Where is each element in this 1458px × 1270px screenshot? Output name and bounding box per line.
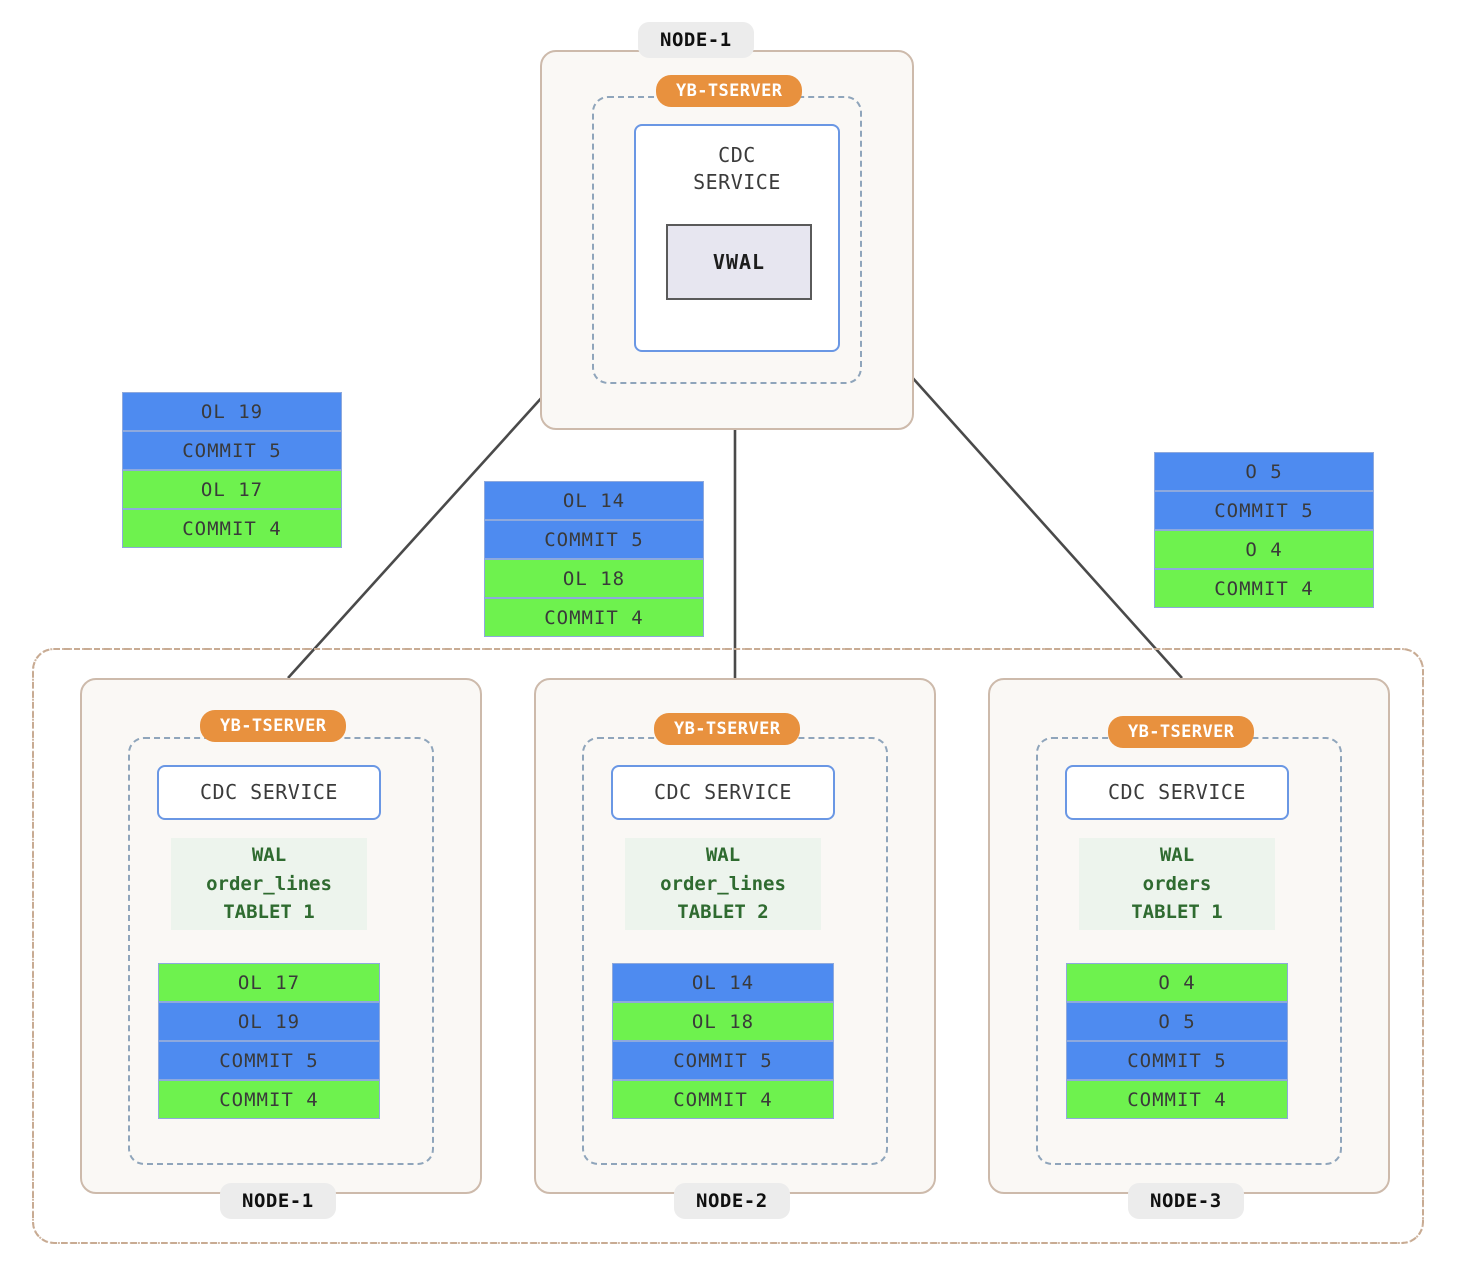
record-row: OL 14	[612, 963, 834, 1002]
record-row: O 5	[1066, 1002, 1288, 1041]
bottom-cdc-service-box-1: CDC SERVICE	[611, 765, 835, 820]
bottom-cdc-service-box-2: CDC SERVICE	[1065, 765, 1289, 820]
record-row: O 4	[1154, 530, 1374, 569]
record-row: COMMIT 4	[612, 1080, 834, 1119]
wal-line-1: WAL	[1159, 844, 1195, 867]
top-tserver-label: YB-TSERVER	[656, 75, 803, 107]
wal-line-1: WAL	[705, 844, 741, 867]
record-row: OL 14	[484, 481, 704, 520]
wal-line-2: order_lines	[660, 872, 786, 895]
record-row: COMMIT 5	[1066, 1041, 1288, 1080]
record-row: O 4	[1066, 963, 1288, 1002]
record-row: OL 18	[612, 1002, 834, 1041]
record-row: OL 18	[484, 559, 704, 598]
record-row: COMMIT 5	[158, 1041, 380, 1080]
record-row: COMMIT 5	[1154, 491, 1374, 530]
bottom-tserver-label-2: YB-TSERVER	[1108, 716, 1255, 748]
wal-line-3: TABLET 1	[223, 901, 315, 924]
wal-line-3: TABLET 2	[677, 901, 769, 924]
top-node-label: NODE-1	[638, 22, 754, 58]
bottom-node-label-0: NODE-1	[220, 1183, 336, 1219]
record-row: COMMIT 4	[1066, 1080, 1288, 1119]
record-row: COMMIT 4	[158, 1080, 380, 1119]
vwal-box: VWAL	[666, 224, 812, 300]
wal-box-2: WAL orders TABLET 1	[1079, 838, 1275, 930]
bottom-cdc-service-box-0: CDC SERVICE	[157, 765, 381, 820]
bottom-tserver-label-1: YB-TSERVER	[654, 713, 801, 745]
record-row: COMMIT 5	[484, 520, 704, 559]
wal-line-2: order_lines	[206, 872, 332, 895]
wal-box-1: WAL order_lines TABLET 2	[625, 838, 821, 930]
cluster-outline	[32, 648, 1424, 1244]
bottom-node-label-2: NODE-3	[1128, 1183, 1244, 1219]
record-row: COMMIT 4	[122, 509, 342, 548]
wal-line-1: WAL	[251, 844, 287, 867]
record-row: OL 19	[122, 392, 342, 431]
record-row: OL 17	[158, 963, 380, 1002]
record-row: COMMIT 5	[612, 1041, 834, 1080]
bottom-node-container-1	[534, 678, 936, 1194]
record-row: OL 17	[122, 470, 342, 509]
bottom-node-label-1: NODE-2	[674, 1183, 790, 1219]
wal-box-0: WAL order_lines TABLET 1	[171, 838, 367, 930]
record-row: OL 19	[158, 1002, 380, 1041]
record-row: COMMIT 5	[122, 431, 342, 470]
record-row: COMMIT 4	[484, 598, 704, 637]
record-row: O 5	[1154, 452, 1374, 491]
bottom-tserver-label-0: YB-TSERVER	[200, 710, 347, 742]
record-row: COMMIT 4	[1154, 569, 1374, 608]
wal-line-3: TABLET 1	[1131, 901, 1223, 924]
wal-line-2: orders	[1142, 872, 1212, 895]
